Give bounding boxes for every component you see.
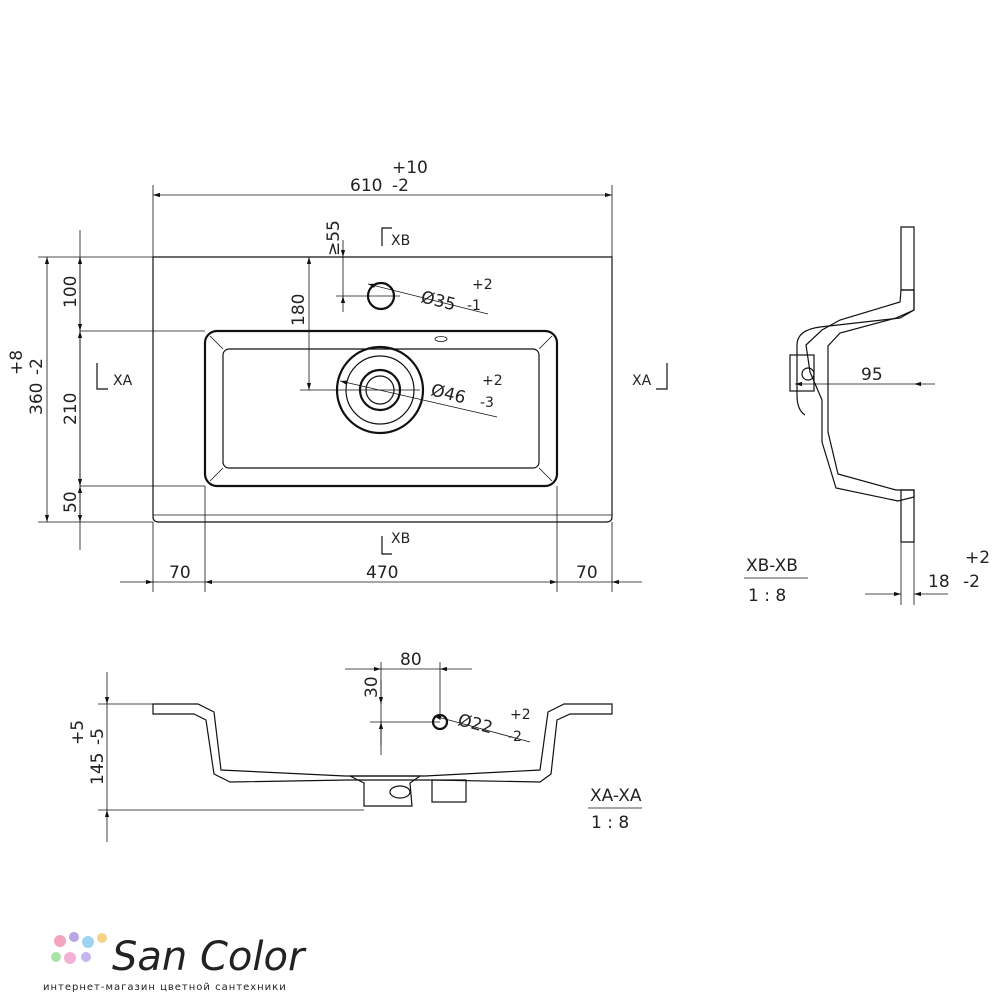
width-tol-plus: +10 [392, 158, 428, 178]
dim-80: 80 [400, 650, 422, 670]
section-xb-label: XB-XB [746, 556, 798, 576]
dim-180: 180 [289, 294, 309, 326]
depth-tol-minus: -2 [27, 358, 47, 375]
overflow-tol-plus: +2 [510, 707, 531, 723]
logo-dot [64, 952, 76, 964]
sancolor-logo: San Color интернет-магазин цветной санте… [43, 932, 307, 993]
logo-dot [82, 936, 94, 948]
section-xb-shell [805, 289, 915, 502]
cut-xb-bottom: XB [391, 531, 410, 547]
logo-dot [81, 952, 91, 962]
logo-tagline: интернет-магазин цветной сантехники [43, 982, 287, 993]
dim-145-tol-minus: -5 [88, 728, 108, 745]
top-view: 610 +10 -2 360 +8 -2 100 210 50 180 ≥55 … [7, 158, 668, 592]
section-xa-scale: 1 : 8 [591, 813, 629, 833]
dim-145-tol-plus: +5 [68, 720, 88, 745]
dim-70-right: 70 [576, 563, 598, 583]
section-xa: 80 30 Ø22 +2 -2 145 +5 -5 XA-XA 1 : 8 [68, 650, 642, 842]
dim-70-left: 70 [169, 563, 191, 583]
width-tol-minus: -2 [392, 176, 409, 196]
dim-50: 50 [61, 491, 81, 513]
cut-xa-right: XA [632, 373, 652, 389]
dim-95: 95 [861, 365, 883, 385]
section-xb-scale: 1 : 8 [748, 586, 786, 606]
drain-hole-tol-plus: +2 [482, 373, 503, 389]
bowl-inner-outline [222, 348, 540, 469]
overflow-slot [434, 336, 448, 342]
dim-18-tol-plus: +2 [965, 548, 990, 568]
bowl-outline [203, 329, 559, 488]
cut-xa-left: XA [113, 373, 133, 389]
logo-name: San Color [112, 934, 307, 980]
tap-hole-tol-minus: -1 [467, 298, 481, 314]
dim-100: 100 [61, 276, 81, 308]
logo-dot [97, 933, 107, 943]
tap-hole-label: Ø35 [419, 287, 458, 315]
drain-hole-tol-minus: -3 [480, 395, 494, 411]
logo-dot [51, 952, 61, 962]
basin-outline [152, 256, 613, 523]
overflow-hole-label: Ø22 [456, 710, 495, 738]
overflow-tol-minus: -2 [508, 729, 522, 745]
dim-145: 145 [88, 753, 108, 785]
section-xa-drain [349, 775, 422, 807]
cut-xb-top: XB [391, 233, 410, 249]
section-xa-shell [152, 703, 613, 783]
dim-min-55: ≥55 [324, 220, 344, 256]
dim-30: 30 [362, 676, 382, 698]
dim-18: 18 [928, 572, 950, 592]
logo-dot [69, 932, 79, 942]
section-xa-label: XA-XA [590, 786, 642, 806]
dim-470: 470 [366, 563, 398, 583]
depth-dimension: 360 [27, 383, 47, 415]
section-xb: 95 18 +2 -2 XB-XB 1 : 8 [744, 226, 990, 606]
drain-hole-label: Ø46 [429, 380, 468, 408]
depth-tol-plus: +8 [7, 350, 27, 375]
width-dimension: 610 [350, 176, 382, 196]
dim-18-tol-minus: -2 [963, 572, 980, 592]
logo-dots [51, 932, 107, 964]
dim-210: 210 [61, 393, 81, 425]
logo-dot [54, 935, 66, 947]
tap-hole-tol-plus: +2 [472, 277, 493, 293]
